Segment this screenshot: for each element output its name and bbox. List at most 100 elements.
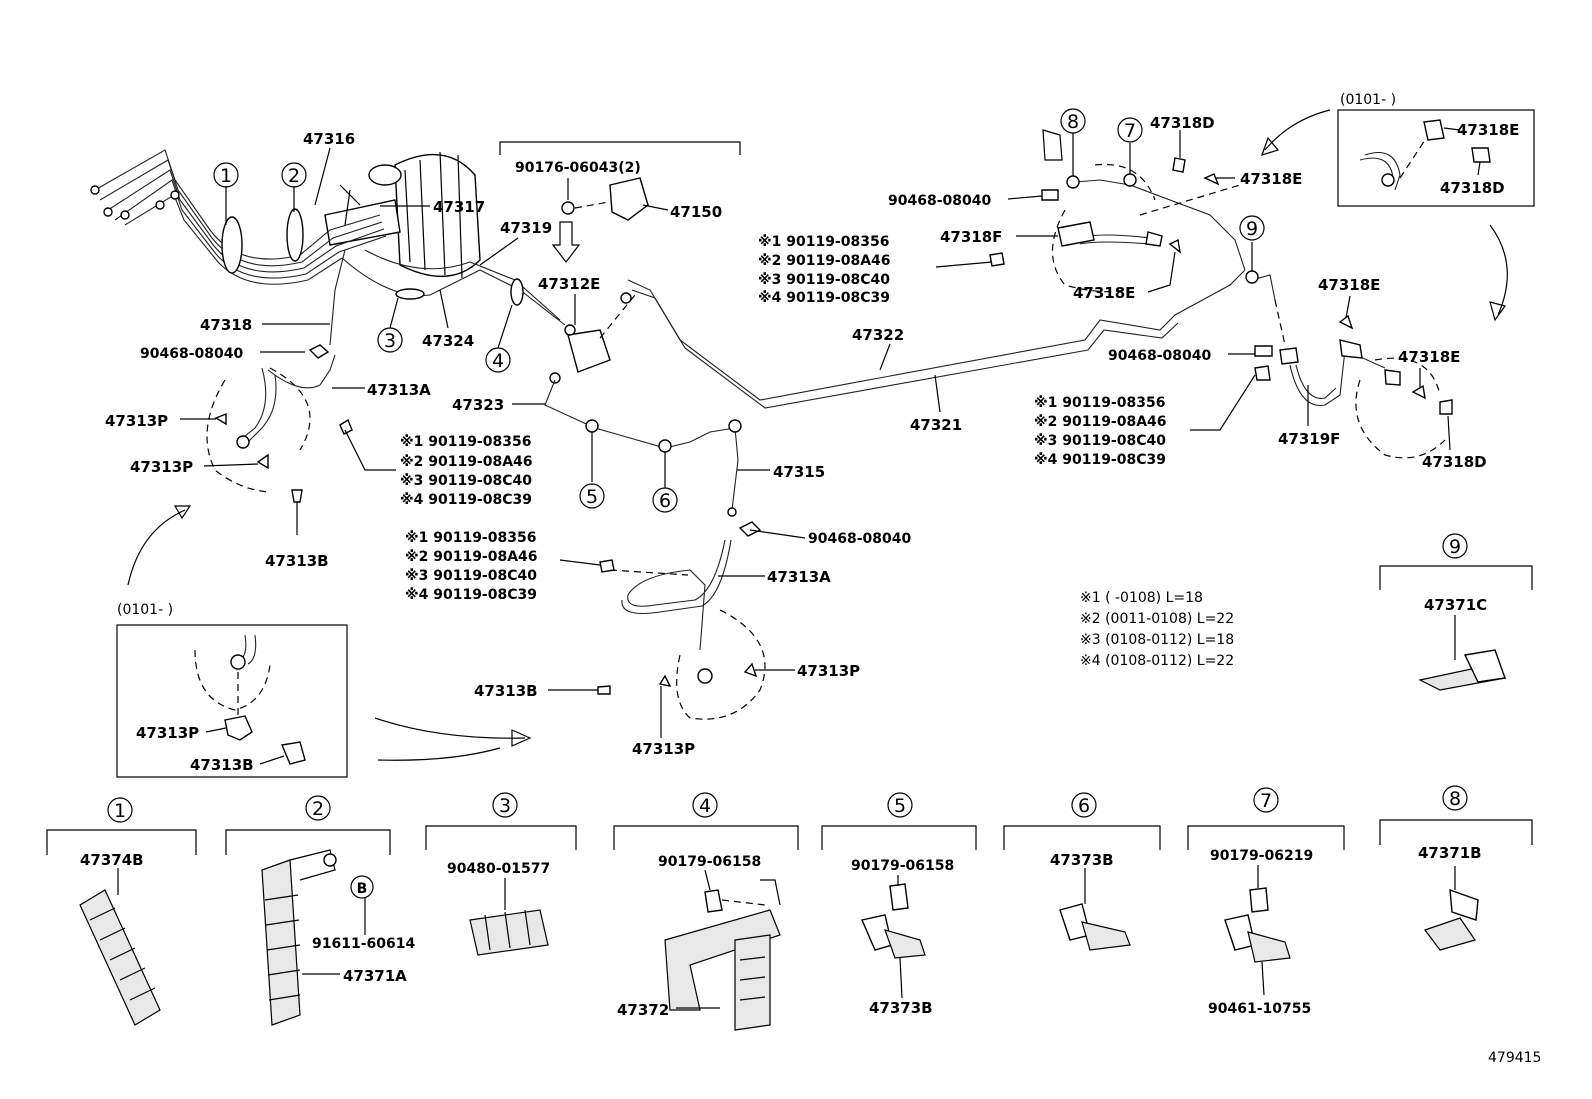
marker-b: B [357,881,368,897]
label-inset-fl-p: 47313P [136,724,199,742]
label-47371c: 47371C [1424,596,1487,614]
fr-bolt-2: ※2 90119-08A46 [405,549,538,565]
label-inset-tl-d: 47318D [1440,179,1505,197]
fl-bolt-1: ※1 90119-08356 [400,434,531,450]
rl-bolt-3: ※3 90119-08C40 [758,272,890,288]
label-47315: 47315 [773,463,825,481]
inset-front-left-panel [116,505,532,778]
marker-9: 9 [1246,218,1258,240]
fr-bolt-4: ※4 90119-08C39 [405,587,537,603]
label-91611: 91611-60614 [312,936,415,952]
inset-tl-header: (0101- ) [1340,92,1396,108]
label-fl-hose: 47313A [367,381,431,399]
marker-9-bottom: 9 [1449,536,1461,558]
label-fr-p2: 47313P [632,740,695,758]
rr-bolt-2: ※2 90119-08A46 [1034,414,1167,430]
marker-4: 4 [492,350,504,372]
label-rr-clip: 90468-08040 [1108,348,1211,364]
marker-5-bottom: 5 [894,795,906,817]
label-90461: 90461-10755 [1208,1001,1311,1017]
marker-7-bottom: 7 [1260,790,1272,812]
legend-note-4: ※4 (0108-0112) L=22 [1080,653,1234,669]
label-inset-tl-e: 47318E [1457,121,1519,139]
part-number-labels: 47316 47317 47318 47319 47324 47323 4731… [105,92,1519,774]
master-cylinder-assembly [324,151,481,279]
label-fl-p1: 47313P [105,412,168,430]
rr-bolt-3: ※3 90119-08C40 [1034,433,1166,449]
inset-rear-clip-panel [1261,109,1535,322]
marker-6-bottom: 6 [1078,795,1090,817]
figure-id: 479415 [1488,1050,1541,1066]
label-47321: 47321 [910,416,962,434]
label-rr-hose: 47319F [1278,430,1340,448]
label-90480: 90480-01577 [447,861,550,877]
bolt-group-front-right: ※1 90119-08356 ※2 90119-08A46 ※3 90119-0… [405,530,538,603]
fr-bolt-1: ※1 90119-08356 [405,530,536,546]
label-90179-06158-a: 90179-06158 [658,854,761,870]
label-fr-clip: 90468-08040 [808,531,911,547]
label-rr-e2: 47318E [1398,348,1460,366]
label-47312e: 47312E [538,275,600,293]
label-47372: 47372 [617,1001,669,1019]
label-fr-p1: 47313P [797,662,860,680]
proportioning-valve [499,141,741,384]
front-left-hose-group [206,344,353,535]
label-47319: 47319 [500,219,552,237]
bottom-part-labels: 47374B 91611-60614 47371A 90480-01577 90… [80,596,1487,1019]
marker-3: 3 [384,330,396,352]
leader-lines [180,127,1481,765]
marker-8: 8 [1067,111,1079,133]
label-rl-clip: 90468-08040 [888,193,991,209]
front-right-tube [544,379,742,517]
label-47316: 47316 [303,130,355,148]
rr-bolt-4: ※4 90119-08C39 [1034,452,1166,468]
label-90179-06158-b: 90179-06158 [851,858,954,874]
label-inset-fl-b: 47313B [190,756,254,774]
marker-2-bottom: 2 [312,798,324,820]
marker-5: 5 [586,486,598,508]
marker-8-bottom: 8 [1449,788,1461,810]
inset-fl-header: (0101- ) [117,602,173,618]
rear-right-hose-group [1254,299,1453,459]
legend-note-3: ※3 (0108-0112) L=18 [1080,632,1234,648]
label-47150: 47150 [670,203,722,221]
fl-bolt-4: ※4 90119-08C39 [400,492,532,508]
rear-left-hose-group [989,129,1241,293]
label-47322: 47322 [852,326,904,344]
bolt-group-rear-right: ※1 90119-08356 ※2 90119-08A46 ※3 90119-0… [1034,395,1167,468]
marker-3-bottom: 3 [499,795,511,817]
legend-note-1: ※1 ( -0108) L=18 [1080,590,1203,606]
marker-4-bottom: 4 [699,795,711,817]
rl-bolt-1: ※1 90119-08356 [758,234,889,250]
rl-bolt-4: ※4 90119-08C39 [758,290,890,306]
label-fr-hose: 47313A [767,568,831,586]
fl-bolt-3: ※3 90119-08C40 [400,473,532,489]
fl-bolt-2: ※2 90119-08A46 [400,454,533,470]
label-47374b: 47374B [80,851,144,869]
label-47373b-b: 47373B [1050,851,1114,869]
bottom-parts-row [46,565,1533,1031]
rl-bolt-2: ※2 90119-08A46 [758,253,891,269]
label-fl-clip: 90468-08040 [140,346,243,362]
length-legend: ※1 ( -0108) L=18 ※2 (0011-0108) L=22 ※3 … [1080,590,1234,669]
label-rl-e1: 47318E [1073,284,1135,302]
label-fl-bolt: 47313B [265,552,329,570]
front-right-hose-group [597,521,766,720]
label-rl-e2: 47318E [1240,170,1302,188]
label-90179-06219: 90179-06219 [1210,848,1313,864]
label-47324: 47324 [422,332,474,350]
label-47318: 47318 [200,316,252,334]
marker-7: 7 [1124,120,1136,142]
label-rl-hose: 47318F [940,228,1002,246]
label-fl-p2: 47313P [130,458,193,476]
rr-bolt-1: ※1 90119-08356 [1034,395,1165,411]
label-47323: 47323 [452,396,504,414]
label-90176: 90176-06043(2) [515,160,641,176]
label-47317: 47317 [433,198,485,216]
rear-brake-tubes [627,179,1276,409]
marker-1-bottom: 1 [114,800,126,822]
marker-1: 1 [220,165,232,187]
circled-markers: 1 2 3 4 5 6 8 7 9 1 2 3 4 5 6 7 8 9 B [107,108,1468,899]
label-47371b: 47371B [1418,844,1482,862]
